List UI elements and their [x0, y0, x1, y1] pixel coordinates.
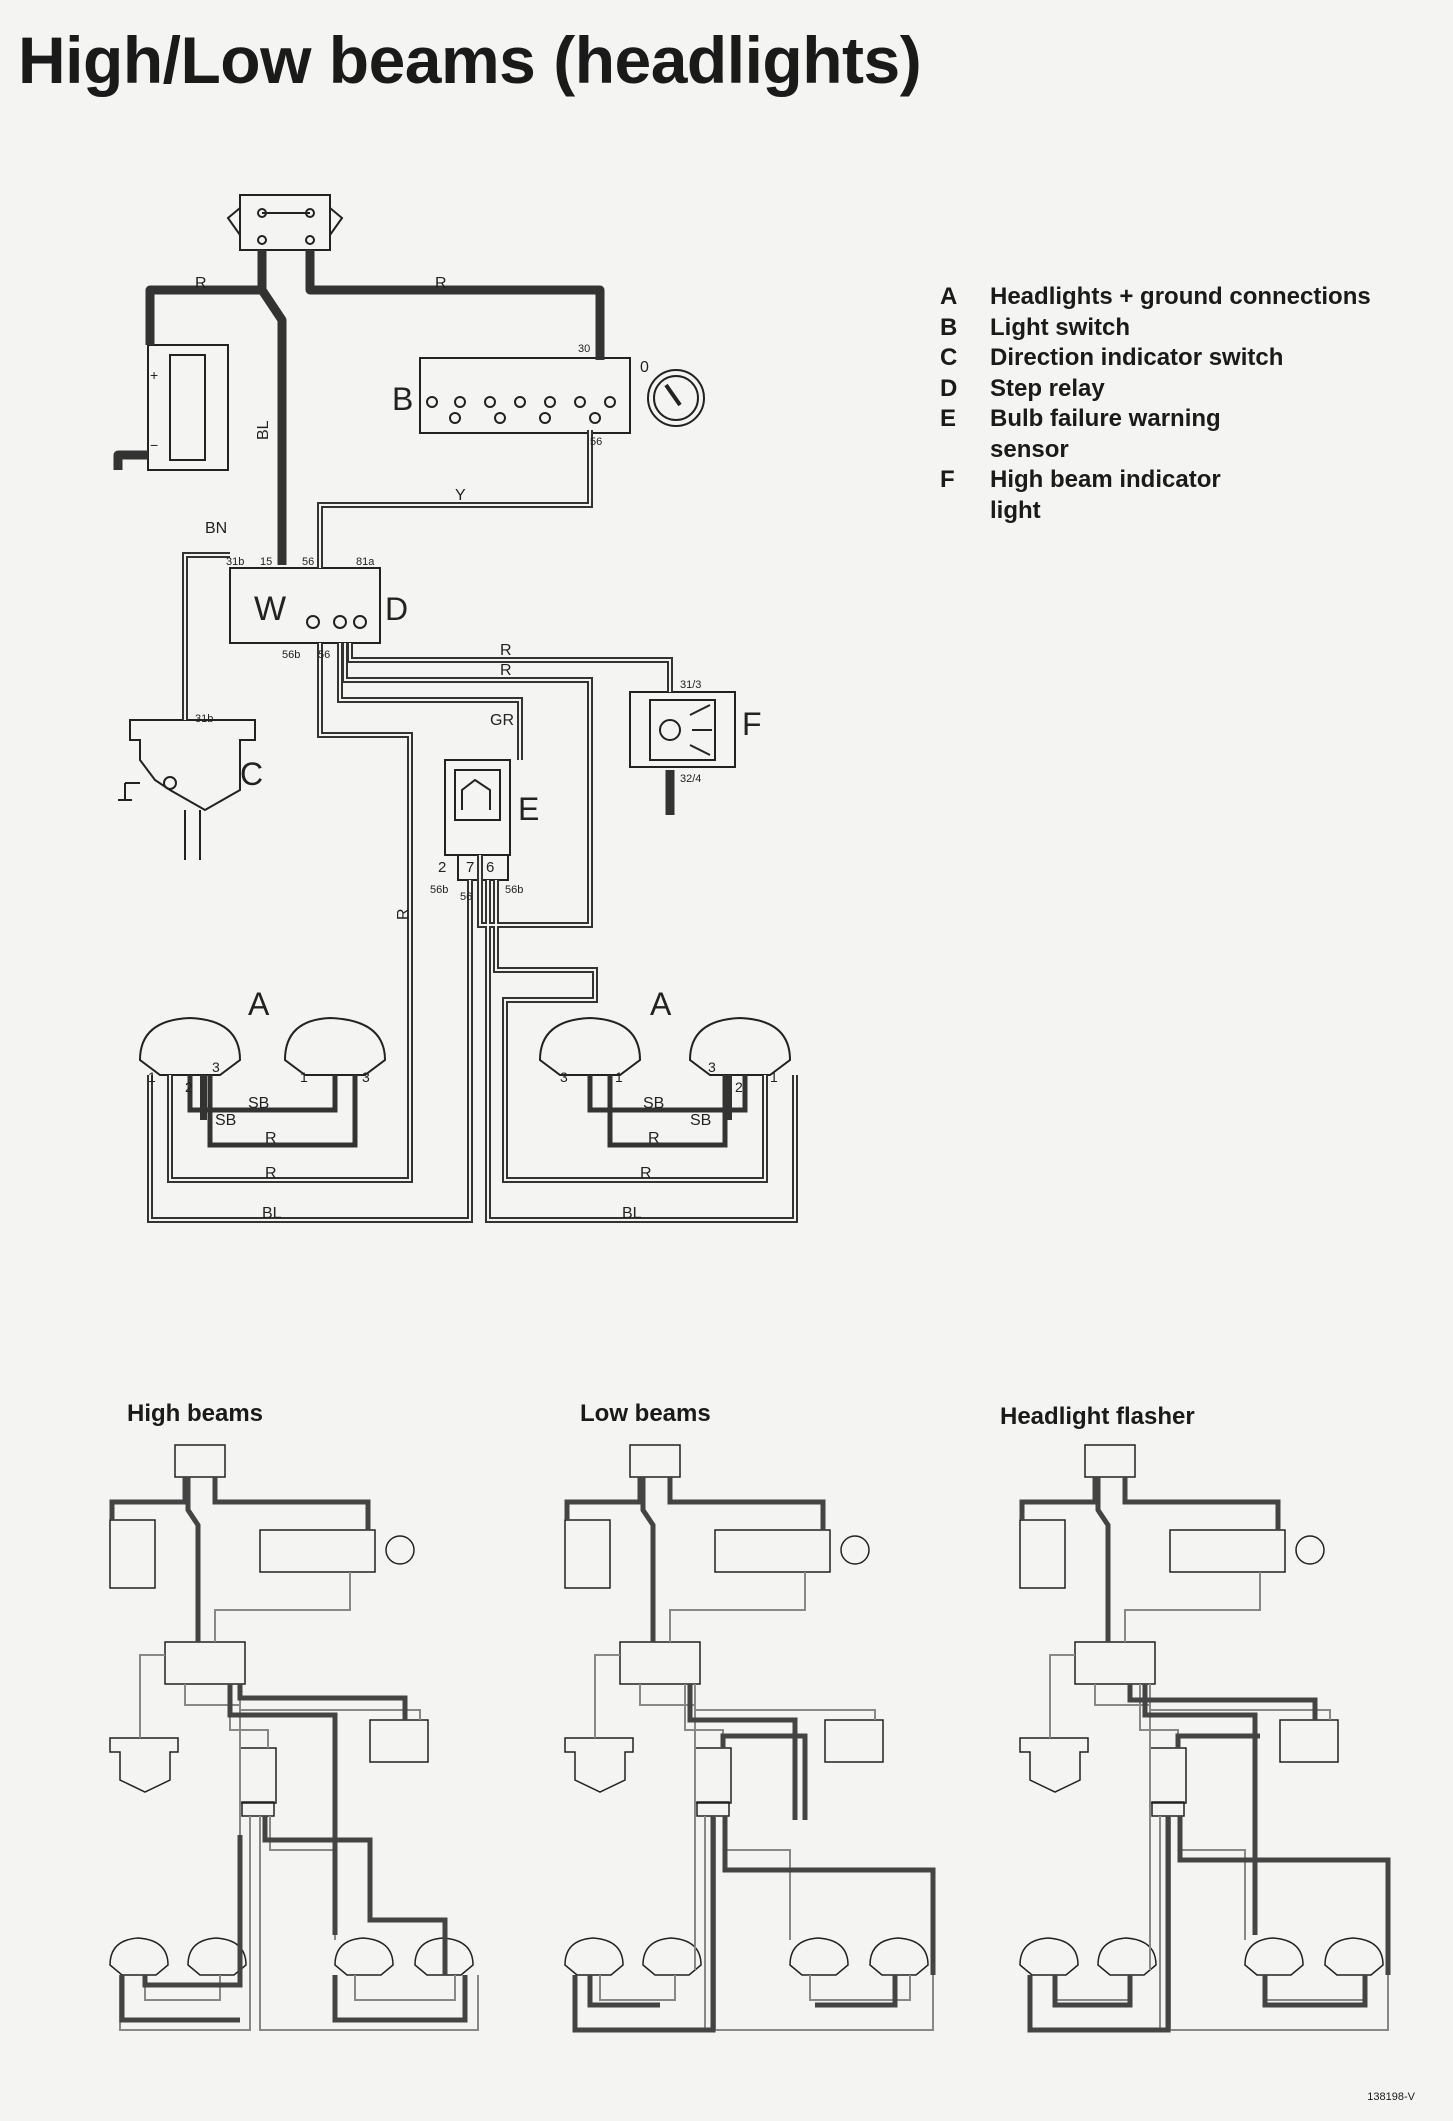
switch-zero: 0 [640, 359, 649, 376]
wire-label-sb-1: SB [248, 1095, 269, 1112]
component-legend: A Headlights + ground connections B Ligh… [940, 282, 1420, 526]
wire-label-sb-4: SB [690, 1112, 711, 1129]
wire-label-r-8: R [648, 1130, 660, 1147]
terminal-56a: 56 [302, 556, 314, 568]
terminal-31b-c: 31b [195, 713, 213, 725]
label-a-right: A [650, 986, 672, 1022]
sensor-56b-left: 56b [430, 884, 448, 896]
direction-indicator-switch [129, 719, 256, 812]
label-f: F [742, 706, 762, 742]
main-wiring-diagram: + − [113, 194, 798, 1223]
wire-label-sb-3: SB [643, 1095, 664, 1112]
reference-code: 138198-V [1367, 2091, 1415, 2103]
wire-label-r-6: R [265, 1130, 277, 1147]
rotary-knob [647, 369, 705, 427]
terminal-30: 30 [578, 343, 590, 355]
headlight-pin-3-left: 3 [212, 1059, 220, 1075]
wire-label-r-4: R [500, 662, 512, 679]
mode-title-low: Low beams [580, 1400, 711, 1427]
wire-label-r-5: R [395, 908, 412, 920]
legend-item-e: E Bulb failure warning sensor [940, 405, 1221, 463]
label-a-left: A [248, 986, 270, 1022]
high-beams-diagram [110, 1445, 478, 2030]
wire-label-r-1: R [195, 275, 207, 292]
battery [147, 344, 229, 471]
sensor-terminal-7: 7 [466, 859, 474, 876]
terminal-81a: 81a [356, 556, 375, 568]
headlight-pin-3-right-inner: 3 [560, 1069, 568, 1085]
light-switch [419, 357, 631, 434]
page-title: High/Low beams (headlights) [18, 23, 922, 97]
legend-item-a: A Headlights + ground connections [940, 283, 1371, 310]
terminal-32-4: 32/4 [680, 773, 701, 785]
wire-label-gr: GR [490, 712, 514, 729]
legend-item-b: B Light switch [940, 313, 1130, 341]
headlight-pin-1-right: 1 [770, 1069, 778, 1085]
headlight-right-inner [538, 1016, 642, 1076]
mode-diagrams [0, 1430, 1391, 2033]
wire-label-r-3: R [500, 642, 512, 659]
label-d: D [385, 591, 408, 627]
headlight-pin-1-right-inner: 1 [615, 1069, 623, 1085]
headlight-pin-3-right: 3 [708, 1059, 716, 1075]
label-e: E [518, 791, 539, 827]
headlight-left-outer [138, 1016, 242, 1076]
headlight-flasher-diagram [1020, 1445, 1391, 2033]
sensor-terminal-6: 6 [486, 859, 494, 876]
terminal-31b: 31b [226, 556, 244, 568]
wire-label-bl-1: BL [255, 420, 272, 440]
headlight-right-outer [688, 1016, 792, 1076]
wire-label-r-7: R [265, 1165, 277, 1182]
label-b: B [392, 381, 413, 417]
headlight-pin-2-left: 2 [185, 1079, 193, 1095]
headlight-pin-1-inner: 1 [300, 1069, 308, 1085]
sensor-56b-right: 56b [505, 884, 523, 896]
headlight-pin-1-left: 1 [148, 1069, 156, 1085]
wire-bl-thick [257, 250, 287, 565]
legend-item-c: C Direction indicator switch [940, 344, 1284, 371]
wire-label-bn: BN [205, 520, 227, 537]
wire-label-r-9: R [640, 1165, 652, 1182]
sensor-56: 56 [460, 891, 472, 903]
low-beams-diagram [565, 1445, 936, 2033]
terminal-56: 56 [590, 436, 602, 448]
mode-title-flasher: Headlight flasher [1000, 1403, 1195, 1430]
relay-w-label: W [254, 590, 286, 628]
wire-label-r-2: R [435, 275, 447, 292]
headlight-pin-3-inner: 3 [362, 1069, 370, 1085]
svg-text:−: − [150, 437, 158, 453]
terminal-31-3: 31/3 [680, 679, 701, 691]
high-beam-indicator-light [629, 691, 736, 768]
legend-item-f: F High beam indicator light [940, 466, 1221, 524]
wire-label-bl-2: BL [262, 1205, 282, 1222]
headlight-pin-2-right: 2 [735, 1079, 743, 1095]
label-c: C [240, 756, 263, 792]
wire-label-y: Y [455, 487, 466, 504]
wire-bn [182, 552, 230, 720]
headlight-left-inner [283, 1016, 387, 1076]
wire-label-bl-3: BL [622, 1205, 642, 1222]
step-relay [229, 567, 381, 644]
terminal-15: 15 [260, 556, 272, 568]
terminal-56b: 56b [282, 649, 300, 661]
svg-text:+: + [150, 367, 158, 383]
sensor-terminal-2: 2 [438, 859, 446, 876]
legend-item-d: D Step relay [940, 374, 1105, 402]
fuse-box [239, 194, 331, 251]
mode-title-high: High beams [127, 1400, 264, 1427]
wire-label-sb-2: SB [215, 1112, 236, 1129]
terminal-56c: 56 [318, 649, 330, 661]
